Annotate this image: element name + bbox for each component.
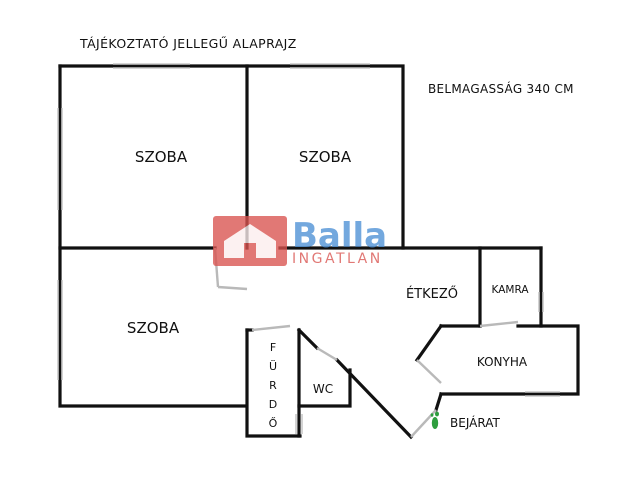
house-logo-icon bbox=[213, 216, 287, 266]
room-label-wc: WC bbox=[313, 382, 333, 396]
bathroom-letter: Ü bbox=[269, 360, 277, 373]
room-label-pantry: KAMRA bbox=[492, 284, 530, 296]
green-footprint-icon bbox=[430, 411, 439, 429]
bathroom-letter: D bbox=[269, 398, 277, 411]
entrance-marker: BEJÁRAT bbox=[430, 411, 500, 430]
watermark-sub: INGATLAN bbox=[292, 251, 383, 267]
windows bbox=[57, 63, 560, 434]
room-label-bathroom: F Ü R D Ő bbox=[269, 341, 278, 430]
bathroom-letter: R bbox=[269, 379, 277, 392]
ceiling-height-label: BELMAGASSÁG 340 CM bbox=[428, 81, 574, 96]
balla-ingatlan-watermark: Balla INGATLAN bbox=[213, 216, 387, 267]
room-label-bottom-left: SZOBA bbox=[127, 319, 180, 337]
room-label-top-right: SZOBA bbox=[299, 148, 352, 166]
doors bbox=[213, 247, 519, 438]
walls bbox=[58, 64, 580, 440]
room-label-kitchen: KONYHA bbox=[477, 355, 528, 369]
room-label-top-left: SZOBA bbox=[135, 148, 188, 166]
watermark-brand: Balla bbox=[292, 216, 387, 256]
bathroom-letter: Ő bbox=[269, 416, 278, 430]
room-label-dining: ÉTKEZŐ bbox=[406, 286, 458, 302]
entrance-label: BEJÁRAT bbox=[450, 415, 500, 430]
bathroom-letter: F bbox=[270, 341, 276, 354]
plan-title: TÁJÉKOZTATÓ JELLEGŰ ALAPRAJZ bbox=[79, 36, 297, 51]
